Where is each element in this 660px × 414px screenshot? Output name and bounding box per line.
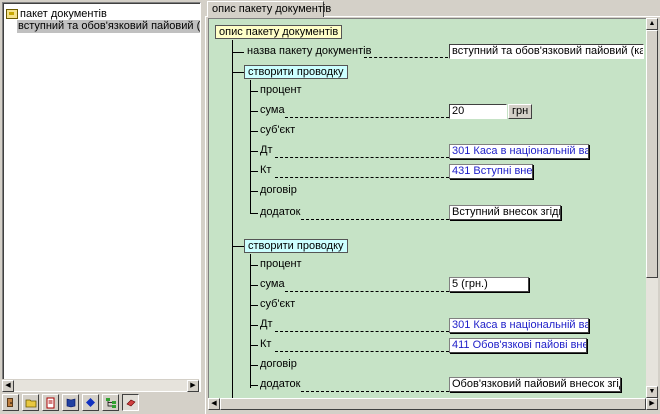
- credit-account-field[interactable]: 411 Обов'язкові пайові внески: [449, 338, 587, 353]
- details-frame: [205, 16, 660, 414]
- horizontal-scroll-thumb[interactable]: [220, 398, 646, 410]
- percent-label: процент: [260, 258, 302, 270]
- sum-field[interactable]: 5 (грн.): [449, 277, 529, 292]
- addition-field[interactable]: Обов'язковий пайовий внесок згідно: [449, 377, 621, 392]
- sum-input[interactable]: 20: [449, 104, 507, 119]
- scroll-down-icon[interactable]: ▼: [646, 386, 658, 398]
- package-tree[interactable]: пакет документів вступний та обов'язкови…: [2, 2, 201, 392]
- currency-button[interactable]: грн: [508, 104, 533, 119]
- tab-package-description[interactable]: опис пакету документів: [207, 1, 331, 17]
- subject-label: суб'єкт: [260, 298, 296, 310]
- scroll-left-icon[interactable]: ◀: [208, 398, 220, 410]
- credit-account-field[interactable]: 431 Вступні внескі: [449, 164, 533, 179]
- debit-label: Дт: [260, 318, 273, 330]
- scroll-left-icon[interactable]: ◀: [2, 380, 14, 392]
- addition-label: додаток: [260, 206, 301, 218]
- tree-item-selected-package[interactable]: вступний та обов'язковий пайовий (ка...: [17, 20, 201, 33]
- package-name-label: назва пакету документів: [247, 45, 372, 57]
- contract-label: договір: [260, 358, 297, 370]
- diamond-icon[interactable]: [82, 394, 99, 411]
- door-icon[interactable]: [2, 394, 19, 411]
- tree-horizontal-scrollbar[interactable]: ◀ ▶: [2, 379, 199, 392]
- debit-label: Дт: [260, 144, 273, 156]
- tree-connector: [232, 40, 233, 398]
- book-icon[interactable]: [62, 394, 79, 411]
- vertical-scroll-thumb[interactable]: [646, 30, 658, 278]
- debit-account-field[interactable]: 301 Каса в національній валюті: [449, 318, 589, 333]
- contract-label: договір: [260, 184, 297, 196]
- package-form: опис пакету документів назва пакету доку…: [208, 18, 646, 398]
- scroll-up-icon[interactable]: ▲: [646, 18, 658, 30]
- package-icon: [6, 8, 18, 19]
- addition-field[interactable]: Вступний внесок згідно: [449, 205, 561, 220]
- tree-item-label: пакет документів: [20, 7, 107, 20]
- tree-item-package-documents[interactable]: пакет документів: [6, 7, 107, 20]
- credit-label: Кт: [260, 164, 272, 176]
- scroll-right-icon[interactable]: ▶: [187, 380, 199, 392]
- debit-account-field[interactable]: 301 Каса в національній валюті: [449, 144, 589, 159]
- sum-label: сума: [260, 104, 285, 116]
- form-vertical-scrollbar[interactable]: ▲ ▼: [646, 18, 658, 398]
- package-name-field[interactable]: вступний та обов'язковий пайовий (каса): [449, 44, 644, 59]
- create-entry-header-1[interactable]: створити проводку: [244, 65, 348, 79]
- document-icon[interactable]: [42, 394, 59, 411]
- subject-label: суб'єкт: [260, 124, 296, 136]
- addition-label: додаток: [260, 378, 301, 390]
- sum-label: сума: [260, 278, 285, 290]
- percent-label: процент: [260, 84, 302, 96]
- credit-label: Кт: [260, 338, 272, 350]
- tree-icon[interactable]: [102, 394, 119, 411]
- scroll-right-icon[interactable]: ▶: [646, 398, 658, 410]
- bottom-toolbar: [2, 394, 142, 412]
- eraser-icon[interactable]: [122, 394, 139, 411]
- create-entry-header-2[interactable]: створити проводку: [244, 239, 348, 253]
- folder-icon[interactable]: [22, 394, 39, 411]
- form-header[interactable]: опис пакету документів: [215, 25, 343, 39]
- form-horizontal-scrollbar[interactable]: ◀ ▶: [208, 398, 658, 410]
